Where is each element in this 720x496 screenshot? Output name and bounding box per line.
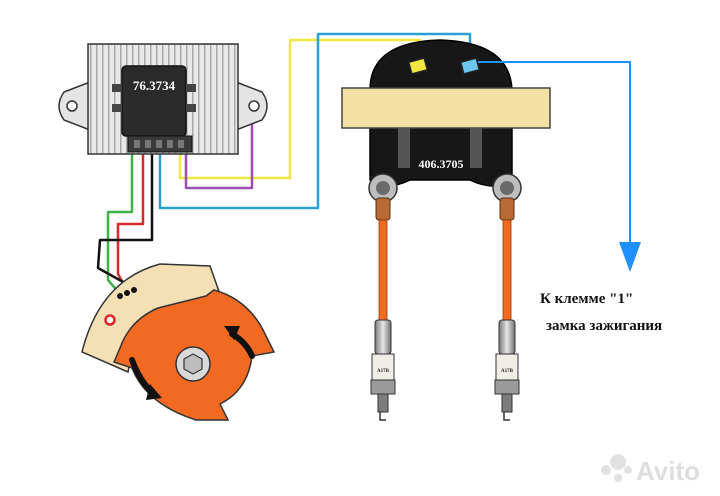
coil-terminal-left bbox=[407, 57, 429, 75]
black-wire bbox=[96, 148, 154, 290]
hv-lead-left bbox=[375, 197, 391, 323]
coil-terminal-right bbox=[459, 57, 481, 75]
blue-wire bbox=[158, 32, 472, 210]
green-wire bbox=[106, 148, 134, 296]
switch-module: 76.3734 bbox=[58, 43, 268, 155]
spark-plug-right: A17B bbox=[494, 319, 520, 421]
hv-lead-right bbox=[499, 197, 515, 323]
module-label: 76.3734 bbox=[133, 78, 176, 93]
note-line1: К клемме "1" bbox=[540, 291, 633, 307]
red-wire bbox=[116, 148, 145, 294]
note-line2: замка зажигания bbox=[546, 318, 662, 334]
avito-watermark: Avito bbox=[601, 454, 700, 486]
down-arrow-icon bbox=[619, 242, 641, 272]
ignition-switch-wire bbox=[478, 61, 641, 272]
ignition-coil: 406.3705 bbox=[341, 39, 551, 203]
spark-plug-left: A17B bbox=[370, 319, 396, 421]
coil-label: 406.3705 bbox=[419, 157, 464, 171]
watermark-text: Avito bbox=[636, 456, 700, 486]
coil-bracket bbox=[341, 87, 551, 129]
spark-plug-right-marking: A17B bbox=[501, 369, 514, 374]
distributor bbox=[81, 263, 276, 421]
spark-plug-left-marking: A17B bbox=[377, 369, 390, 374]
purple-wire bbox=[184, 110, 254, 190]
module-core bbox=[121, 65, 187, 137]
distributor-red-dot bbox=[104, 314, 116, 326]
